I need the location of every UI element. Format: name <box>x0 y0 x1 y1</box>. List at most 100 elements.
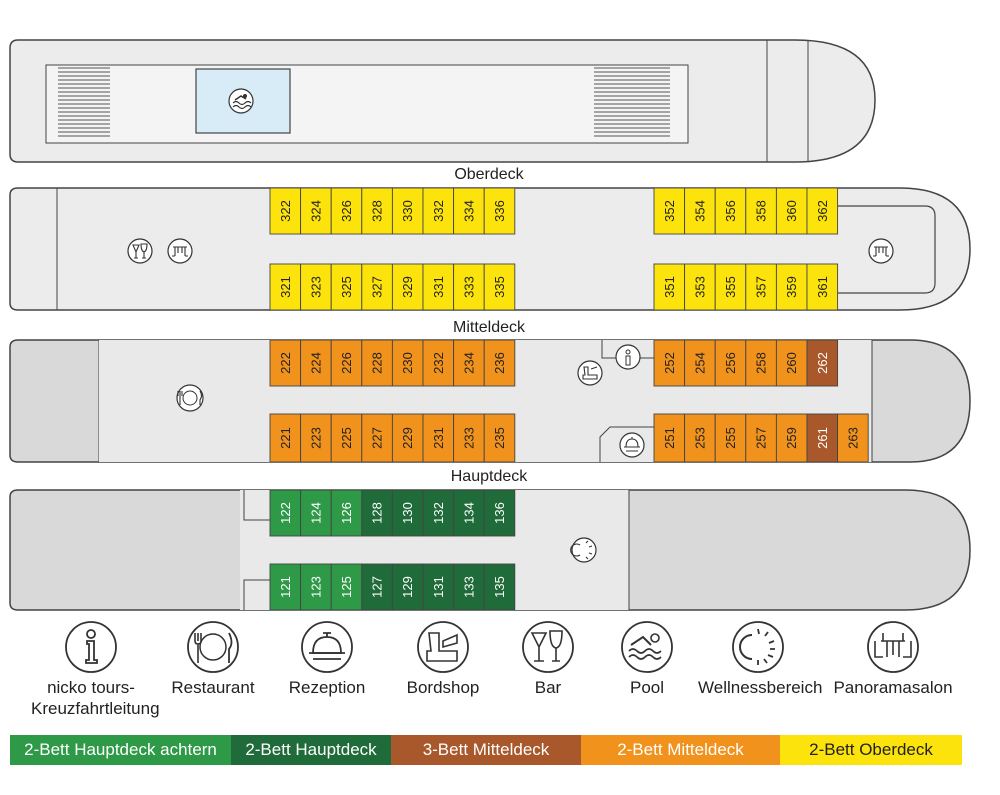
cabin-number: 227 <box>370 427 385 449</box>
reception-bell-icon <box>301 621 353 673</box>
cabin-number: 332 <box>431 200 446 222</box>
cabin-130[interactable] <box>391 489 424 537</box>
cabin-236[interactable] <box>483 339 516 387</box>
cabin-335[interactable] <box>483 263 516 311</box>
cabin-number: 324 <box>308 200 323 222</box>
cabin-number: 235 <box>492 427 507 449</box>
cabin-number: 362 <box>815 200 830 222</box>
cabin-number: 260 <box>784 352 799 374</box>
cabin-329[interactable] <box>391 263 424 311</box>
cabin-226[interactable] <box>330 339 363 387</box>
cabin-131[interactable] <box>422 563 455 611</box>
legend-item-rezeption: Rezeption <box>267 615 387 698</box>
cabin-229[interactable] <box>391 413 424 463</box>
sundeck <box>9 39 876 163</box>
cabin-number: 236 <box>492 352 507 374</box>
cabin-number: 256 <box>723 352 738 374</box>
legend-item-wellness: Wellnessbereich <box>698 615 822 698</box>
cabin-number: 261 <box>815 427 830 449</box>
cabin-number: 135 <box>492 576 507 598</box>
cabin-number: 232 <box>431 352 446 374</box>
cabin-231[interactable] <box>422 413 455 463</box>
restaurant-icon-deck <box>176 384 204 412</box>
cabin-255[interactable] <box>714 413 747 463</box>
cabin-336[interactable] <box>483 187 516 235</box>
cabin-121[interactable] <box>269 563 302 611</box>
cabin-361[interactable] <box>806 263 839 311</box>
cabin-128[interactable] <box>361 489 393 537</box>
cabin-number: 130 <box>400 502 415 524</box>
cabin-124[interactable] <box>300 489 332 537</box>
cabin-332[interactable] <box>422 187 455 235</box>
cabin-263[interactable] <box>837 413 869 463</box>
cabin-number: 253 <box>692 427 707 449</box>
cabin-number: 132 <box>431 502 446 524</box>
cabin-253[interactable] <box>684 413 716 463</box>
cabin-222[interactable] <box>269 339 302 387</box>
key-2bett-oberdeck: 2-Bett Oberdeck <box>780 735 962 765</box>
cabin-258[interactable] <box>745 339 777 387</box>
legend-label-bar: Bar <box>534 678 562 697</box>
cabin-number: 129 <box>400 576 415 598</box>
cabin-360[interactable] <box>775 187 808 235</box>
panorama-table-icon <box>867 621 919 673</box>
cabin-number: 258 <box>754 352 769 374</box>
cabin-132[interactable] <box>422 489 455 537</box>
cabin-122[interactable] <box>269 489 302 537</box>
cabin-327[interactable] <box>361 263 393 311</box>
cabin-number: 361 <box>815 276 830 298</box>
cabin-number: 134 <box>461 502 476 524</box>
cabin-352[interactable] <box>653 187 686 235</box>
cabin-252[interactable] <box>653 339 686 387</box>
cabin-358[interactable] <box>745 187 777 235</box>
cabin-136[interactable] <box>483 489 516 537</box>
cabin-333[interactable] <box>453 263 485 311</box>
panorama-salon-icon-bow <box>868 238 894 264</box>
cabin-262[interactable] <box>806 339 839 387</box>
cabin-number: 229 <box>400 427 415 449</box>
cabin-number: 336 <box>492 200 507 222</box>
cabin-334[interactable] <box>453 187 485 235</box>
cabin-357[interactable] <box>745 263 777 311</box>
cabin-133[interactable] <box>453 563 485 611</box>
cabin-356[interactable] <box>714 187 747 235</box>
cabin-353[interactable] <box>684 263 716 311</box>
cabin-330[interactable] <box>391 187 424 235</box>
cabin-number: 357 <box>754 276 769 298</box>
cabin-number: 356 <box>723 200 738 222</box>
cabin-number: 136 <box>492 502 507 524</box>
cabin-331[interactable] <box>422 263 455 311</box>
cabin-359[interactable] <box>775 263 808 311</box>
cabin-number: 359 <box>784 276 799 298</box>
legend-item-restaurant: Restaurant <box>153 615 273 698</box>
cabin-225[interactable] <box>330 413 363 463</box>
cabin-223[interactable] <box>300 413 332 463</box>
cabin-135[interactable] <box>483 563 516 611</box>
cabin-259[interactable] <box>775 413 808 463</box>
cabin-221[interactable] <box>269 413 302 463</box>
cabin-355[interactable] <box>714 263 747 311</box>
cabin-354[interactable] <box>684 187 716 235</box>
cabin-number: 257 <box>754 427 769 449</box>
cabin-number: 330 <box>400 200 415 222</box>
cabin-123[interactable] <box>300 563 332 611</box>
cabin-127[interactable] <box>361 563 393 611</box>
cabin-325[interactable] <box>330 263 363 311</box>
cabin-321[interactable] <box>269 263 302 311</box>
cabin-257[interactable] <box>745 413 777 463</box>
cabin-number: 352 <box>662 200 677 222</box>
cabin-134[interactable] <box>453 489 485 537</box>
legend-label-info: nicko tours- Kreuzfahrtleitung <box>31 678 160 718</box>
cabin-362[interactable] <box>806 187 839 235</box>
wellness-sun-icon <box>732 621 784 673</box>
cabin-129[interactable] <box>391 563 424 611</box>
cabin-number: 334 <box>461 200 476 222</box>
cabin-number: 251 <box>662 427 677 449</box>
cabin-224[interactable] <box>300 339 332 387</box>
cabin-235[interactable] <box>483 413 516 463</box>
cash-register-icon <box>417 621 469 673</box>
cabin-254[interactable] <box>684 339 716 387</box>
cabin-125[interactable] <box>330 563 363 611</box>
